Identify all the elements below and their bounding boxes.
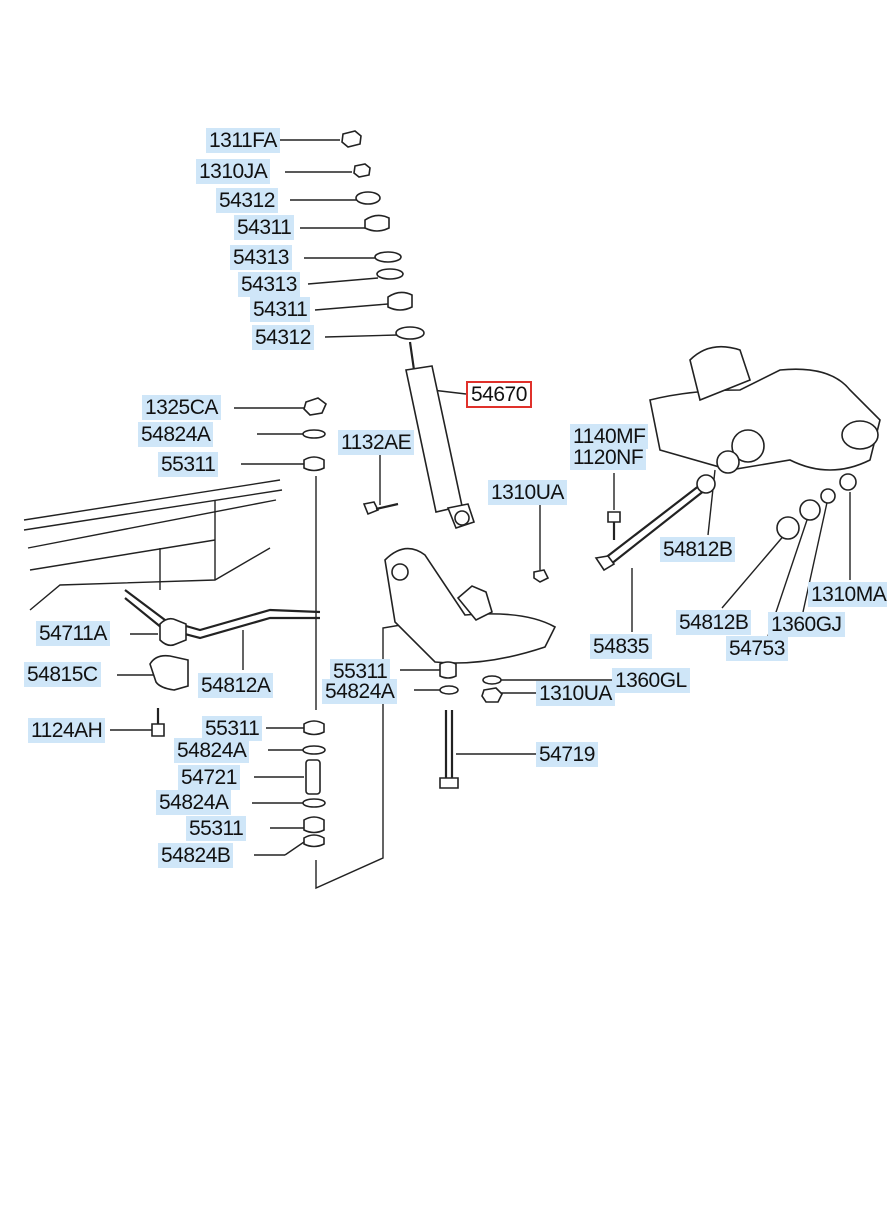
bushing-54711A [159, 617, 187, 647]
part-label-1325CA[interactable]: 1325CA [142, 395, 221, 420]
right-bushings [776, 473, 857, 540]
bolt-1140MF [607, 511, 621, 523]
part-label-54815C[interactable]: 54815C [24, 662, 101, 687]
part-label-54312-top[interactable]: 54312 [216, 188, 278, 213]
lower-spring-seat [384, 547, 557, 664]
part-label-54313-b[interactable]: 54313 [238, 272, 300, 297]
part-label-54835[interactable]: 54835 [590, 634, 652, 659]
lower-left-stack [302, 720, 326, 848]
part-label-54721[interactable]: 54721 [178, 765, 240, 790]
frame-rail [23, 479, 283, 611]
part-label-1310MA[interactable]: 1310MA [808, 582, 887, 607]
leader-lines [110, 139, 851, 856]
center-hardware [439, 661, 503, 703]
part-label-54311-mid[interactable]: 54311 [250, 297, 311, 322]
part-label-1120NF[interactable]: 1120NF [570, 445, 647, 470]
part-label-54719[interactable]: 54719 [536, 742, 598, 767]
part-label-54311-top[interactable]: 54311 [234, 215, 295, 240]
lateral-rod [594, 484, 706, 572]
part-label-54812B-1[interactable]: 54812B [660, 537, 736, 562]
part-label-54812A[interactable]: 54812A [198, 673, 274, 698]
part-label-54824A-1[interactable]: 54824A [138, 422, 214, 447]
part-label-54824A-4[interactable]: 54824A [156, 790, 232, 815]
part-label-1310UA-top[interactable]: 1310UA [488, 480, 567, 505]
long-bolt-54719 [439, 710, 459, 789]
part-label-54753[interactable]: 54753 [726, 636, 788, 661]
bolt-1124AH [151, 723, 165, 737]
shock-absorber [405, 341, 476, 529]
part-label-54812B-2[interactable]: 54812B [676, 610, 752, 635]
bolt-1132AE [362, 501, 399, 516]
part-label-54824B[interactable]: 54824B [158, 843, 234, 868]
part-label-54312-mid[interactable]: 54312 [252, 325, 314, 350]
part-label-54824A-3[interactable]: 54824A [174, 738, 250, 763]
part-label-1124AH[interactable]: 1124AH [28, 718, 106, 743]
part-label-54824A-2[interactable]: 54824A [322, 679, 398, 704]
part-label-1311FA[interactable]: 1311FA [206, 128, 280, 153]
bracket-54815C [149, 654, 189, 691]
part-label-54670-highlighted[interactable]: 54670 [466, 381, 532, 408]
stabilizer-bar [124, 589, 321, 640]
part-label-1310JA[interactable]: 1310JA [196, 159, 271, 184]
part-label-54313-a[interactable]: 54313 [230, 245, 292, 270]
part-label-1360GJ[interactable]: 1360GJ [768, 612, 845, 637]
part-label-1140MF[interactable]: 1140MF [570, 424, 649, 449]
part-label-55311-3[interactable]: 55311 [202, 716, 263, 741]
axle-housing [649, 345, 881, 494]
top-stack-parts [341, 130, 425, 340]
part-label-54711A[interactable]: 54711A [36, 621, 110, 646]
part-label-55311-4[interactable]: 55311 [186, 816, 247, 841]
part-label-55311-1[interactable]: 55311 [158, 452, 219, 477]
part-label-1310UA-bottom[interactable]: 1310UA [536, 681, 615, 706]
part-label-1360GL[interactable]: 1360GL [612, 668, 690, 693]
part-label-1132AE[interactable]: 1132AE [338, 430, 415, 455]
nut-1310UA [533, 569, 550, 583]
upper-left-hardware [302, 397, 327, 472]
